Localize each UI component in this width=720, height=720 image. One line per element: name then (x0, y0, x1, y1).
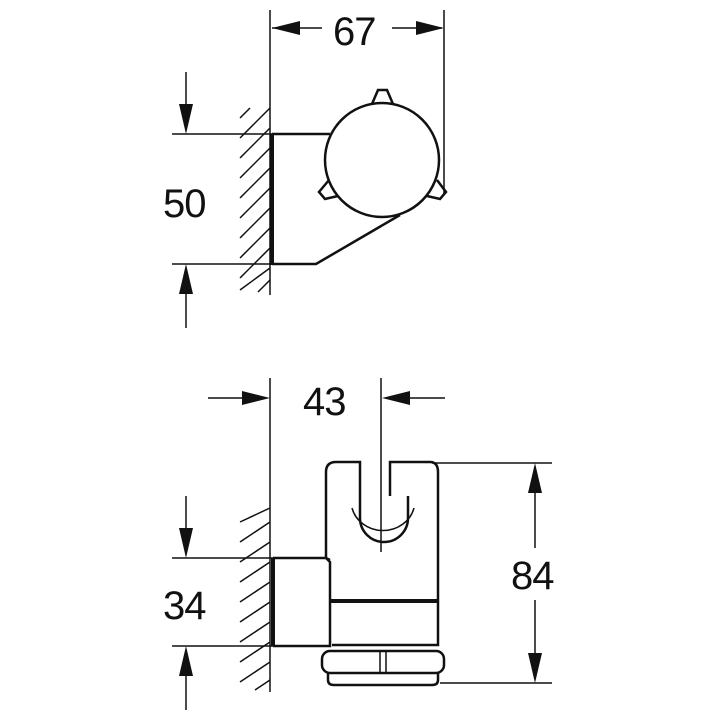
cradle-u (358, 496, 410, 544)
bracket-lower (272, 213, 401, 266)
holder-circle (323, 101, 441, 219)
dimension-67-label: 67 (333, 10, 376, 54)
cradle-u-inner (351, 507, 415, 532)
dimension-43-label: 43 (303, 380, 346, 424)
lug-right (426, 179, 448, 201)
wall-hatch (239, 107, 271, 293)
side-view (172, 10, 448, 328)
base-block (273, 556, 332, 648)
bottom-cap (326, 673, 440, 687)
bottom-nut (320, 649, 446, 675)
lug-left (317, 179, 339, 201)
front-view (172, 378, 552, 710)
dimension-50-label: 50 (163, 182, 206, 226)
holder-body (324, 460, 440, 647)
lug-top (370, 88, 395, 105)
dimension-34-label: 34 (163, 584, 206, 628)
wall-hatch-lower (239, 507, 271, 691)
dimension-84-label: 84 (511, 554, 554, 598)
